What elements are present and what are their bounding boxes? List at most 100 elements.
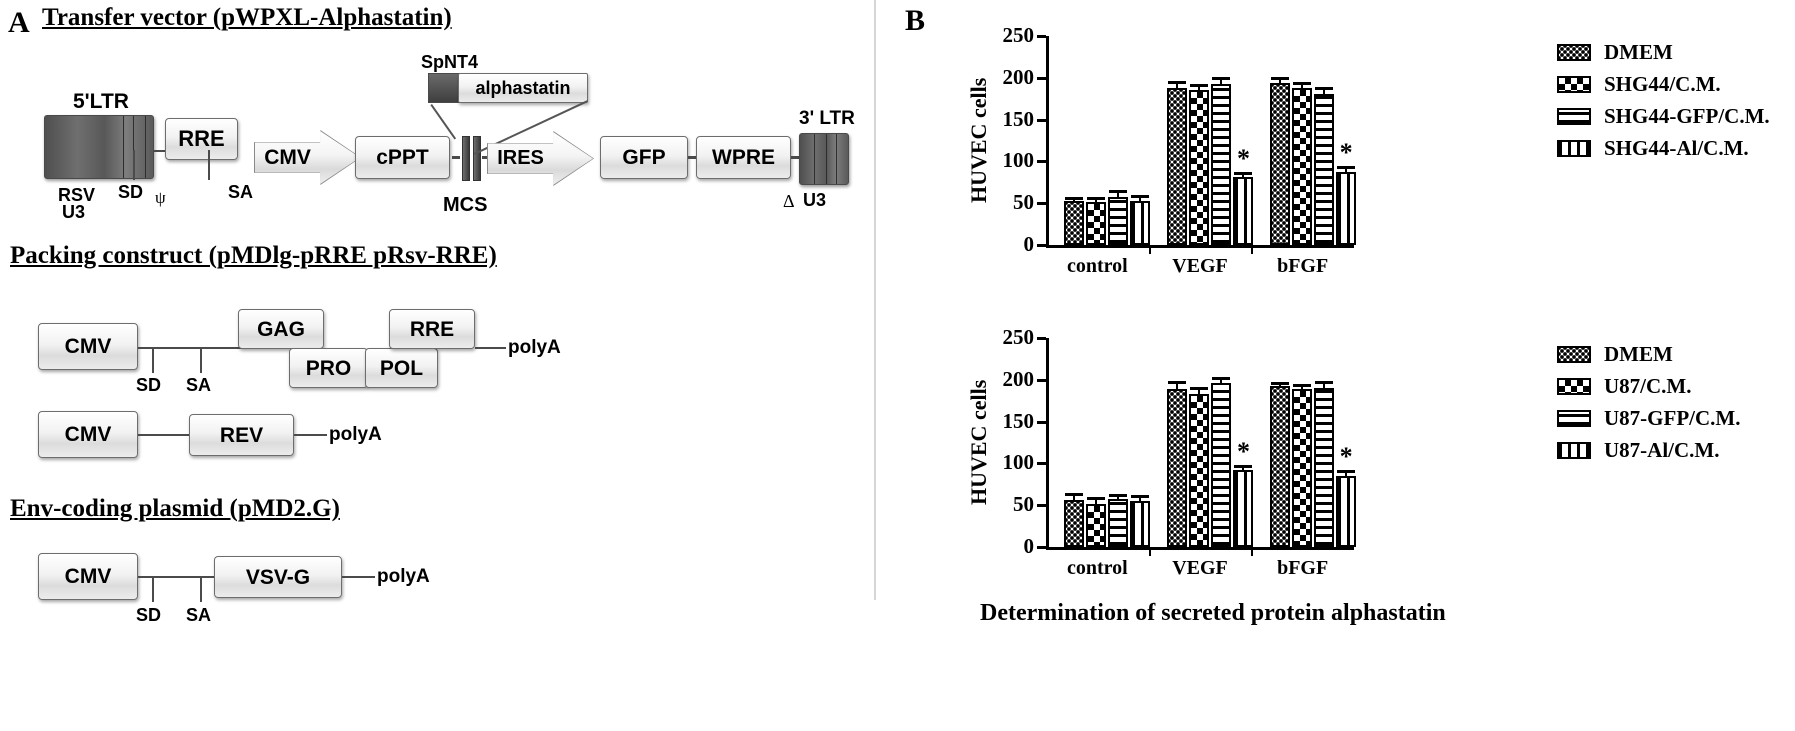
pack-box-pol: POL	[365, 348, 438, 388]
bar	[1108, 196, 1129, 245]
bar	[1335, 475, 1356, 547]
bar	[1291, 388, 1312, 547]
error-bar-cap	[1065, 196, 1084, 200]
env-sa-tick	[200, 576, 202, 602]
env-sd-label: SD	[136, 605, 162, 625]
ltr3-block	[799, 133, 849, 185]
error-bar-cap	[1131, 495, 1150, 499]
pack-sd-tick	[152, 347, 154, 373]
env-backbone-1	[138, 576, 216, 578]
y-tick	[1037, 337, 1046, 340]
gene-box-gfp: GFP	[600, 136, 688, 179]
y-axis	[1046, 338, 1049, 547]
gene-box-cppt-label: cPPT	[376, 146, 429, 169]
u3-right-label: U3	[803, 190, 827, 210]
spnt4-block	[428, 73, 460, 103]
y-tick	[1037, 462, 1046, 466]
env-sd-tick	[152, 576, 154, 602]
significance-marker: *	[1339, 137, 1353, 167]
gene-box-rre: RRE	[165, 118, 238, 160]
bar	[1189, 394, 1209, 547]
error-bar-cap	[1234, 465, 1252, 469]
y-tick-label: 250	[1002, 325, 1035, 349]
pack-box-rev: REV	[189, 414, 294, 456]
pack-polya-label-1: polyA	[508, 337, 561, 358]
y-tick	[1037, 35, 1046, 38]
error-bar-cap	[1314, 380, 1333, 384]
pack-box-pro: PRO	[289, 348, 368, 388]
error-bar-cap	[1234, 172, 1252, 176]
error-bar-cap	[1292, 81, 1311, 85]
error-bar-cap	[1190, 84, 1208, 88]
y-tick	[1037, 378, 1046, 382]
pack-box-gag: GAG	[238, 309, 324, 349]
backbone-line-1	[153, 150, 175, 152]
error-bar	[1322, 86, 1325, 94]
sa-tick	[208, 150, 210, 180]
bar	[1064, 200, 1085, 245]
gene-arrow-ires-label: IRES	[497, 147, 544, 169]
pack-box-cmv-2-label: CMV	[64, 423, 112, 446]
sd-tick	[133, 150, 135, 180]
bar	[1167, 388, 1187, 547]
ltr5-block	[44, 115, 154, 179]
bar	[1086, 201, 1107, 245]
callout-leader-left	[430, 104, 457, 140]
x-tick-label: VEGF	[1172, 255, 1228, 277]
legend-swatch-check	[1557, 75, 1591, 93]
error-bar-cap	[1270, 382, 1289, 386]
y-tick-label: 150	[1002, 106, 1035, 131]
bar	[1313, 93, 1334, 245]
env-box-cmv: CMV	[38, 553, 138, 600]
bar	[1130, 200, 1151, 245]
legend-swatch-vstripe	[1557, 139, 1591, 157]
env-backbone-2	[342, 576, 375, 578]
significance-marker: *	[1339, 442, 1353, 472]
bar	[1130, 501, 1151, 547]
backbone-line-3	[791, 156, 800, 159]
gene-box-wpre-label: WPRE	[712, 146, 775, 169]
u3-left-label: U3	[62, 202, 86, 222]
pack-box-rev-label: REV	[219, 423, 264, 447]
legend-label: SHG44/C.M.	[1604, 71, 1721, 96]
x-axis	[1046, 245, 1354, 248]
env-polya-label: polyA	[377, 566, 430, 587]
bar	[1108, 499, 1129, 547]
legend-item: U87/C.M.	[1557, 372, 1740, 400]
y-tick	[1037, 118, 1046, 122]
pack-box-cmv-2: CMV	[38, 411, 138, 458]
backbone-line-2	[688, 156, 697, 159]
legend-item: U87-Al/C.M.	[1557, 436, 1740, 464]
bar	[1211, 383, 1231, 547]
gene-arrow-cmv-label: CMV	[264, 145, 311, 169]
y-tick-label: 200	[1002, 64, 1035, 89]
error-bar-cap	[1314, 86, 1333, 90]
alphastatin-label: alphastatin	[475, 78, 571, 98]
error-bar	[1095, 496, 1098, 504]
bar	[1233, 470, 1253, 547]
sa-label: SA	[228, 182, 254, 202]
error-bar-cap	[1109, 189, 1128, 193]
y-tick-label: 100	[1002, 148, 1035, 173]
x-group-tick	[1251, 245, 1254, 254]
x-group-tick	[1148, 547, 1151, 556]
sd-label: SD	[118, 182, 144, 202]
error-bar-cap	[1168, 381, 1186, 385]
legend-label: U87-Al/C.M.	[1604, 437, 1720, 462]
bar	[1269, 82, 1290, 245]
legend-swatch-hstripe	[1557, 409, 1591, 427]
bar	[1064, 500, 1085, 547]
significance-marker: *	[1237, 437, 1250, 467]
bar	[1189, 90, 1209, 245]
y-tick	[1037, 504, 1046, 508]
bar	[1086, 503, 1107, 547]
bar	[1167, 87, 1187, 245]
bar	[1211, 83, 1231, 245]
env-box-vsvg: VSV-G	[214, 556, 342, 598]
legend-label: U87-GFP/C.M.	[1604, 405, 1741, 430]
rsv-label: RSV	[58, 185, 96, 205]
significance-marker: *	[1237, 144, 1250, 174]
error-bar-cap	[1336, 165, 1355, 169]
